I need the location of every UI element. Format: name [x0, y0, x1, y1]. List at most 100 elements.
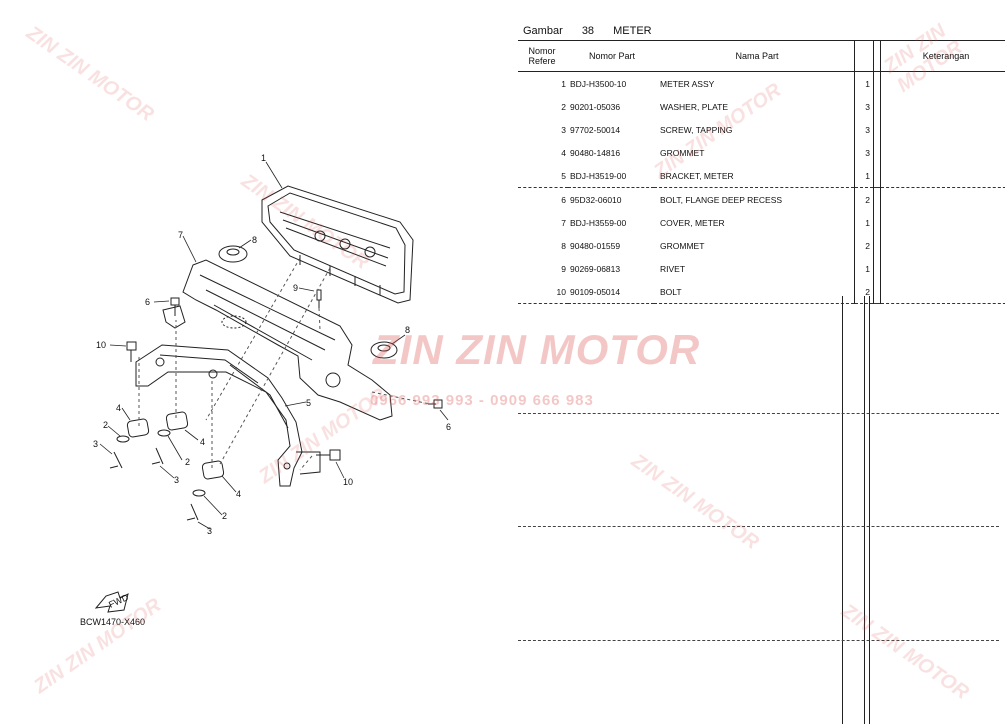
ref-cell: 8: [561, 240, 566, 251]
part-name-cell: RIVET: [660, 263, 686, 274]
header-note: Keterangan: [880, 40, 1005, 72]
quantity-cell: 1: [854, 257, 874, 280]
dashed-separator: [518, 413, 999, 414]
callout: 9: [293, 283, 298, 293]
part-number-cell: 90269-06813: [570, 263, 621, 274]
spacer-cell: [873, 234, 881, 257]
callout: 2: [222, 511, 227, 521]
callout: 3: [174, 475, 179, 485]
part-number-cell: BDJ-H3519-00: [568, 164, 654, 188]
ref-cell: 4: [561, 147, 566, 158]
quantity-cell: 1: [854, 71, 874, 95]
note-cell: [880, 211, 1005, 234]
bracket-meter: [135, 344, 321, 487]
header-gap: [873, 40, 881, 72]
callout: 6: [145, 297, 150, 307]
callout: 2: [103, 420, 108, 430]
part-name-cell: SCREW, TAPPING: [660, 124, 733, 135]
ref-cell: 10: [518, 280, 568, 304]
table-header-row: Nomor Refere Nomor Part Nama Part Ketera…: [518, 40, 1005, 72]
table-row: 4 90480-14816 GROMMET 3: [518, 141, 1005, 164]
header-qty: [854, 40, 874, 72]
part-number-cell: BDJ-H3500-10: [570, 78, 627, 89]
callout: 8: [405, 325, 410, 335]
sheet-title: Gambar 38 METER: [523, 25, 668, 37]
spacer-cell: [873, 187, 881, 211]
parts-table: Nomor Refere Nomor Part Nama Part Ketera…: [518, 40, 1005, 304]
diagram-reference-code: BCW1470-X460: [80, 617, 146, 627]
note-cell: [880, 118, 1005, 141]
callout-numbers: 1 7 8 9 6 10 8 4 4 2 2 3 5 6 3 10 4 2 3: [93, 153, 451, 536]
note-cell: [880, 71, 1005, 95]
quantity-cell: 2: [854, 187, 874, 211]
callout: 4: [236, 489, 241, 499]
callout: 4: [116, 403, 121, 413]
callout: 10: [343, 477, 353, 487]
callout: 4: [200, 437, 205, 447]
part-number-cell: 90480-01559: [570, 240, 621, 251]
spacer-cell: [873, 95, 881, 118]
part-name-cell: GROMMET: [660, 147, 705, 158]
note-cell: [880, 187, 1005, 211]
header-ref: Nomor Refere: [518, 40, 568, 72]
callout: 3: [93, 439, 98, 449]
part-number-cell: 90109-05014: [568, 280, 654, 304]
callout: 10: [96, 340, 106, 350]
callout: 5: [306, 398, 311, 408]
spacer-cell: [873, 257, 881, 280]
part-name-cell: BOLT, FLANGE DEEP RECESS: [660, 194, 783, 205]
quantity-cell: 3: [854, 118, 874, 141]
spacer-cell: [873, 118, 881, 141]
spacer-cell: [873, 141, 881, 164]
ref-cell: 6: [561, 194, 566, 205]
part-name-cell: BRACKET, METER: [654, 164, 855, 188]
part-number-cell: 97702-50014: [570, 124, 621, 135]
figure-number: 38: [581, 25, 595, 37]
ref-cell: 9: [561, 263, 566, 274]
dashed-separator: [518, 640, 999, 641]
header-part-no: Nomor Part: [568, 40, 654, 72]
table-row: 6 95D32-06010 BOLT, FLANGE DEEP RECESS 2: [518, 187, 1005, 211]
note-cell: [880, 95, 1005, 118]
note-cell: [880, 234, 1005, 257]
quantity-cell: 3: [854, 141, 874, 164]
cover-meter: [162, 259, 393, 421]
spacer-cell: [873, 211, 881, 234]
part-name-cell: COVER, METER: [660, 217, 725, 228]
watermark-brand: ZIN ZIN MOTOR: [837, 600, 973, 704]
ref-cell: 1: [561, 78, 566, 89]
exploded-diagram: FWD 1 7 8 9 6 10 8 4 4 2 2 3 5 6 3 10 4 …: [80, 153, 451, 627]
spacer-cell: [873, 280, 881, 304]
part-number-cell: 90480-14816: [570, 147, 621, 158]
quantity-cell: 1: [854, 164, 874, 188]
part-name-cell: BOLT: [654, 280, 855, 304]
fwd-arrow-icon: [94, 591, 129, 613]
part-name-cell: WASHER, PLATE: [660, 101, 729, 112]
part-number-cell: 95D32-06010: [570, 194, 622, 205]
callout: 6: [446, 422, 451, 432]
quantity-cell: 1: [854, 211, 874, 234]
table-row: 3 97702-50014 SCREW, TAPPING 3: [518, 118, 1005, 141]
header-name: Nama Part: [654, 40, 855, 72]
ref-cell: 7: [561, 217, 566, 228]
spacer-cell: [873, 71, 881, 95]
part-name-cell: GROMMET: [660, 240, 705, 251]
callout: 1: [261, 153, 266, 163]
column-rule: [842, 296, 843, 724]
dashed-separator: [518, 526, 999, 527]
figure-name: METER: [613, 25, 652, 37]
note-cell: [880, 164, 1005, 188]
callout: 3: [207, 526, 212, 536]
note-cell: [880, 257, 1005, 280]
table-row: 7 BDJ-H3559-00 COVER, METER 1: [518, 211, 1005, 234]
part-number-cell: BDJ-H3559-00: [570, 217, 627, 228]
note-cell: [880, 141, 1005, 164]
quantity-cell: 3: [854, 95, 874, 118]
table-row: 9 90269-06813 RIVET 1: [518, 257, 1005, 280]
column-rule: [864, 296, 865, 724]
column-rule: [869, 296, 870, 724]
ref-cell: 3: [561, 124, 566, 135]
